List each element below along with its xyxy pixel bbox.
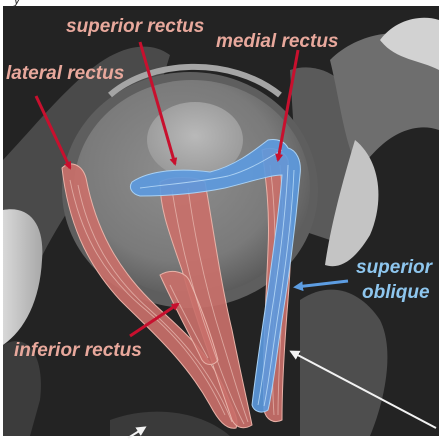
lateral-rectus-label: lateral rectus bbox=[6, 63, 124, 84]
superior-oblique-label-line2: oblique bbox=[362, 282, 430, 303]
superior-oblique-label-line1: superior bbox=[356, 257, 434, 278]
inferior-rectus-label: inferior rectus bbox=[14, 340, 142, 361]
partial-glyph-icon: y bbox=[13, 0, 21, 7]
superior-rectus-label: superior rectus bbox=[66, 16, 204, 37]
medial-rectus-label: medial rectus bbox=[216, 31, 339, 52]
